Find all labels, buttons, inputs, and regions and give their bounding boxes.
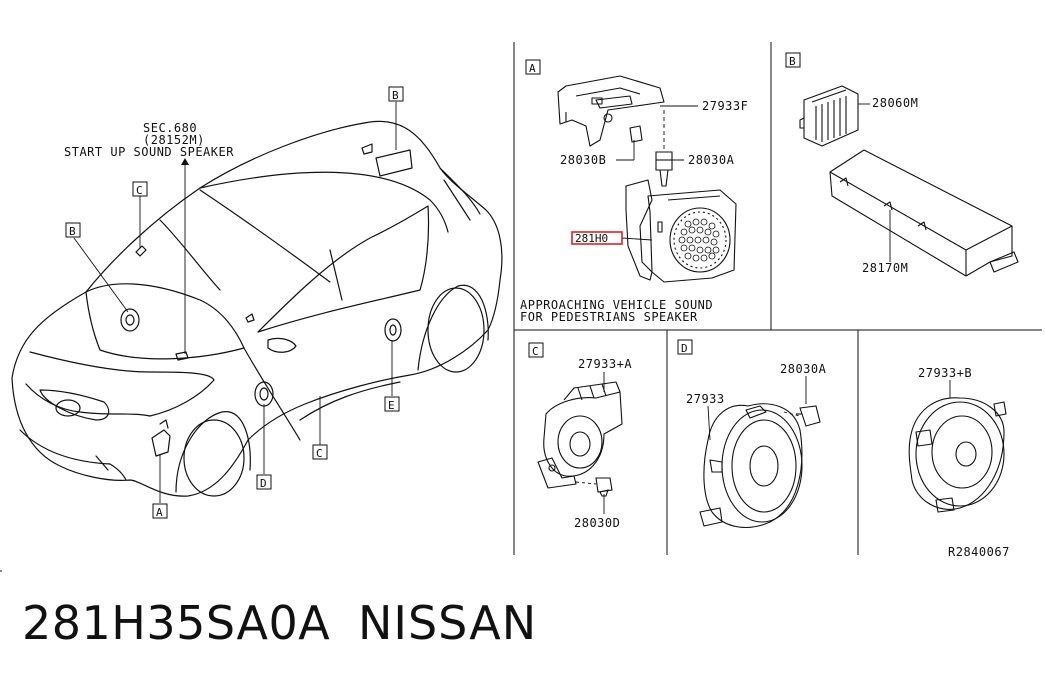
- door-speaker-illustration: [699, 403, 803, 528]
- pedestrian-speaker-illustration: [625, 179, 737, 283]
- part-label-28030a-panel-d: 28030A: [780, 362, 827, 376]
- sec-reference: SEC.680: [143, 121, 197, 135]
- car-marker-b-dash: B: [69, 225, 76, 238]
- sec-part-number: (28152M): [143, 133, 205, 147]
- sec-part-name: START UP SOUND SPEAKER: [64, 145, 234, 159]
- bracket-illustration: [557, 75, 665, 147]
- car-illustration: [11, 120, 503, 497]
- bolt-illustration: [655, 151, 673, 187]
- figure-id: R2840067: [948, 545, 1010, 559]
- part-label-28030b: 28030B: [560, 153, 606, 167]
- screw-28030d-illustration: [595, 477, 613, 497]
- car-marker-c-door: C: [316, 447, 323, 460]
- part-label-27933-b: 27933+B: [918, 366, 972, 380]
- panel-c-label: C: [532, 345, 539, 358]
- brand-name: NISSAN: [358, 596, 538, 650]
- start-up-speaker-illustration: [537, 381, 623, 489]
- part-label-27933: 27933: [686, 392, 725, 406]
- speaker-amplifier-illustration: [829, 149, 1019, 277]
- panel-d-label: D: [681, 342, 688, 355]
- part-label-28170m: 28170M: [862, 261, 908, 275]
- part-label-27933f: 27933F: [702, 99, 748, 113]
- part-label-281h0: 281H0: [575, 232, 608, 245]
- part-label-27933-a: 27933+A: [578, 357, 632, 371]
- part-label-28030a-panel-a: 28030A: [688, 153, 735, 167]
- car-marker-e: E: [388, 399, 395, 412]
- panel-a-caption-line2: FOR PEDESTRIANS SPEAKER: [520, 310, 698, 324]
- car-marker-d: D: [260, 477, 267, 490]
- part-number: 281H35SA0A: [22, 596, 331, 650]
- panel-b-label: B: [789, 55, 796, 68]
- parts-diagram: B C B A D E C SEC.680 (28152M) START UP …: [0, 42, 1042, 572]
- panel-a-label: A: [529, 62, 536, 75]
- highlight-box: [571, 231, 623, 245]
- screw-28030a-illustration: [796, 405, 821, 427]
- car-marker-a: A: [156, 506, 163, 519]
- part-label-28060m: 28060M: [872, 96, 918, 110]
- car-marker-b-roof: B: [392, 89, 399, 102]
- car-marker-c-front: C: [136, 184, 143, 197]
- panel-a-caption-line1: APPROACHING VEHICLE SOUND: [520, 298, 713, 312]
- rear-speaker-illustration: [908, 397, 1007, 513]
- part-label-28030d: 28030D: [574, 516, 620, 530]
- control-module-illustration: [799, 85, 859, 147]
